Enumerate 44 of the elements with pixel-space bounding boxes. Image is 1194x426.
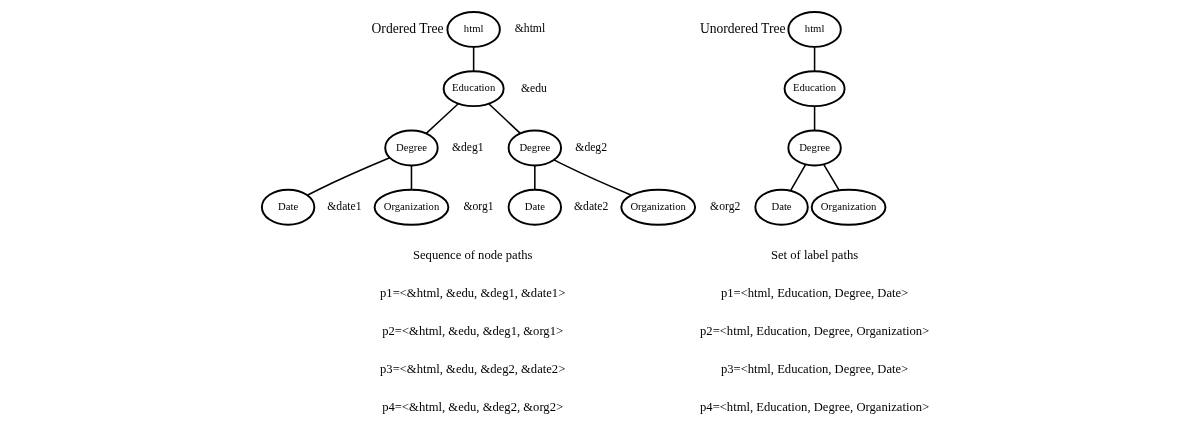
node-ellipse: Date <box>260 188 316 226</box>
label: Set of label paths <box>770 248 859 263</box>
node-label: &org2 <box>710 200 741 214</box>
node-ellipse: Degree <box>507 129 563 167</box>
node-ellipse: Degree <box>384 129 439 167</box>
node-label: &deg2 <box>575 140 608 154</box>
node-ellipse: Organization <box>373 188 450 226</box>
label: Ordered Tree <box>371 21 444 37</box>
label: Sequence of node paths <box>412 248 533 263</box>
label: p2=<html, Education, Degree, Organization> <box>700 323 930 338</box>
label: p1=<html, Education, Degree, Date> <box>720 285 909 300</box>
connector <box>534 164 536 191</box>
node-ellipse: Education <box>783 70 846 108</box>
node-ellipse: Degree <box>787 129 842 167</box>
connector <box>813 105 816 131</box>
connector <box>306 156 391 197</box>
connector <box>425 103 460 135</box>
node-ellipse: html <box>446 10 501 48</box>
node-ellipse: Education <box>442 70 505 108</box>
node-ellipse: Organization <box>810 188 887 226</box>
node-label: &edu <box>520 81 547 95</box>
label: p2=<&html, &edu, &deg1, &org1> <box>382 323 564 338</box>
node-label: &html <box>514 22 546 36</box>
node-label: &org1 <box>463 200 494 214</box>
connector <box>472 46 475 72</box>
connector <box>823 163 840 191</box>
node-label: &deg1 <box>451 140 484 154</box>
node-ellipse: Date <box>754 188 809 226</box>
label: p4=<html, Education, Degree, Organization> <box>700 399 930 414</box>
node-label: &date2 <box>574 200 609 214</box>
connector <box>789 163 807 192</box>
connector <box>488 103 522 135</box>
connector <box>553 159 632 196</box>
connector <box>813 46 816 72</box>
label: p1=<&html, &edu, &deg1, &date1> <box>380 285 566 300</box>
node-ellipse: Date <box>507 188 563 226</box>
node-ellipse: Organization <box>620 188 697 226</box>
label: p3=<html, Education, Degree, Date> <box>720 361 909 376</box>
connector <box>410 164 413 191</box>
node-label: &date1 <box>327 200 362 214</box>
label: p3=<&html, &edu, &deg2, &date2> <box>380 361 566 376</box>
label: Unordered Tree <box>699 21 786 37</box>
label: p4=<&html, &edu, &deg2, &org2> <box>382 399 564 414</box>
node-ellipse: html <box>787 10 842 48</box>
